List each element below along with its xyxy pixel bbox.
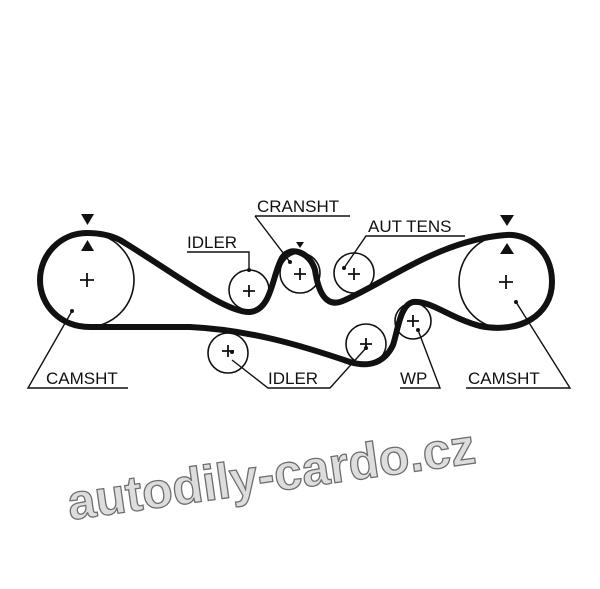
label-auto-tensioner: AUT TENS — [368, 217, 451, 236]
timing-belt — [37, 230, 555, 368]
arrow-down-icon — [500, 215, 514, 226]
leader-dots — [70, 260, 518, 354]
arrow-up-icon — [500, 243, 514, 254]
leader-lines — [26, 215, 572, 389]
arrow-down-icon — [296, 242, 304, 248]
timing-marks — [81, 214, 514, 254]
label-crankshaft: CRANSHT — [257, 197, 339, 216]
arrow-down-icon — [81, 214, 94, 225]
label-idler-top: IDLER — [187, 233, 237, 252]
label-camshaft-left: CAMSHT — [46, 369, 118, 388]
arrow-up-icon — [81, 240, 94, 251]
label-water-pump: WP — [400, 369, 427, 388]
watermark: autodily-cardo.cz — [64, 418, 479, 531]
label-idler-bottom: IDLER — [268, 369, 318, 388]
label-camshaft-right: CAMSHT — [468, 369, 540, 388]
